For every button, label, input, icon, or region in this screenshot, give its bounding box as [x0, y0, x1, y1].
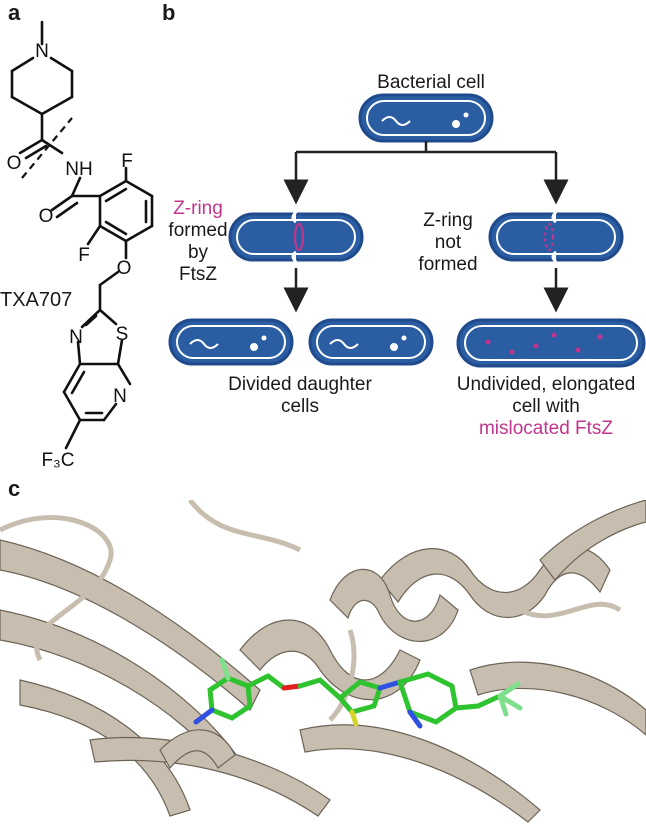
atom-o-ether: O — [117, 258, 132, 279]
label-undivided-3: mislocated FtsZ — [478, 418, 614, 439]
non-dividing-cell — [488, 210, 624, 264]
label-z-ring-not-formed-3: formed — [418, 254, 478, 275]
daughter-cell-1 — [168, 318, 294, 366]
compound-name: TXA707 — [0, 289, 73, 311]
panel-label-b: b — [162, 0, 176, 25]
top-cell — [358, 93, 494, 143]
elongated-cell — [456, 318, 646, 368]
label-z-ring-formed-3: by — [187, 242, 209, 263]
ligand-stick — [193, 657, 523, 729]
label-undivided-2: cell with — [512, 396, 580, 417]
atom-s-thiazole: S — [116, 324, 129, 345]
atom-n-pyridine: N — [113, 386, 127, 407]
label-z-ring-formed-1: Z-ring — [173, 198, 223, 219]
label-bacterial-cell: Bacterial cell — [377, 72, 485, 93]
atom-nh-amide: NH — [65, 159, 92, 180]
atom-cf3: F₃C — [41, 450, 74, 471]
atom-f-top: F — [121, 151, 133, 172]
atom-n-piperidine: N — [35, 41, 49, 62]
label-z-ring-formed-2: formed — [168, 220, 228, 241]
label-z-ring-not-formed-1: Z-ring — [423, 210, 473, 231]
cell-division-diagram — [168, 93, 646, 368]
panel-label-c: c — [8, 476, 21, 501]
protein-ligand-render — [0, 500, 646, 824]
daughter-cell-2 — [308, 318, 434, 366]
atom-n-thiazole: N — [69, 327, 83, 348]
atom-o-carbonyl-2: O — [39, 206, 54, 227]
label-divided-1: Divided daughter — [228, 374, 372, 395]
atom-f-left: F — [78, 245, 90, 266]
atom-o-carbonyl-1: O — [7, 153, 22, 174]
label-z-ring-formed-4: FtsZ — [179, 264, 217, 285]
panel-label-a: a — [8, 0, 21, 25]
label-undivided-1: Undivided, elongated — [456, 374, 636, 395]
label-z-ring-not-formed-2: not — [434, 232, 462, 253]
chemical-structure: N O NH O F F O N S N F₃C — [7, 20, 154, 471]
dividing-cell — [228, 210, 364, 264]
label-divided-2: cells — [280, 396, 319, 417]
